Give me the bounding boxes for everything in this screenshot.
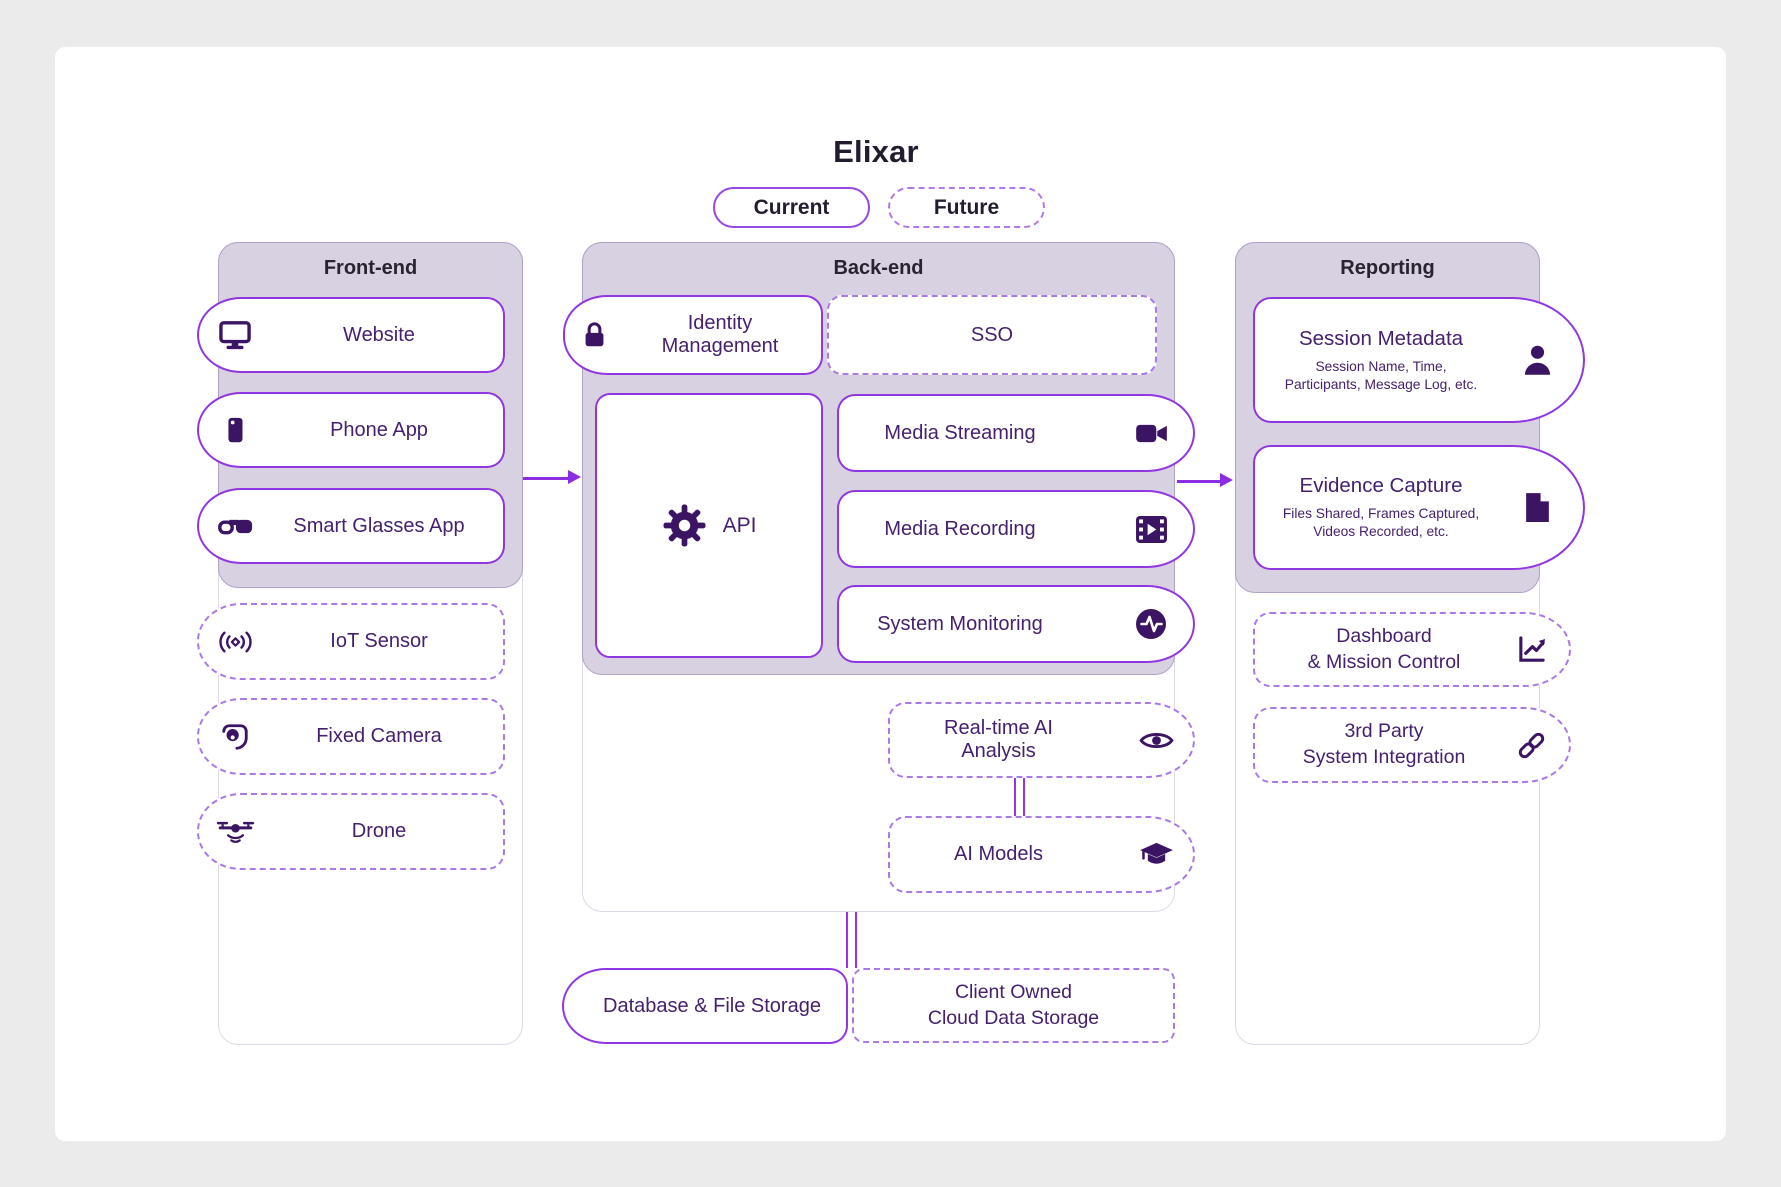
line-chart-icon — [1493, 634, 1569, 665]
node-label-line1: 3rd Party — [1344, 720, 1424, 743]
node-label: System Monitoring — [877, 612, 1043, 635]
arrow-frontend-to-backend-head — [568, 470, 581, 484]
node-smart-glasses-app: Smart Glasses App — [197, 488, 505, 564]
node-media-streaming: Media Streaming — [837, 394, 1195, 472]
node-subtitle-line2: Participants, Message Log, etc. — [1284, 376, 1478, 392]
gear-icon — [662, 503, 707, 548]
node-phone-app: Phone App — [197, 392, 505, 468]
video-camera-icon — [1109, 422, 1193, 445]
node-label: Client Owned Cloud Data Storage — [854, 980, 1173, 1031]
connector-backend-storage — [846, 912, 857, 968]
node-label: Fixed Camera — [316, 725, 442, 747]
legend-current: Current — [713, 187, 870, 228]
node-label: Smart Glasses App — [293, 514, 465, 537]
backend-header: Back-end — [833, 257, 924, 279]
node-subtitle-line1: Files Shared, Frames Captured, — [1282, 506, 1480, 522]
node-drone: Drone — [197, 793, 505, 870]
node-label: Real-time AI Analysis — [944, 717, 1053, 762]
smart-glasses-icon — [199, 515, 271, 538]
node-title: Evidence Capture — [1299, 474, 1463, 498]
fixed-camera-icon — [199, 722, 271, 752]
node-label: Dashboard & Mission Control — [1255, 624, 1493, 675]
node-label: Drone — [351, 820, 407, 842]
link-icon — [1493, 729, 1569, 762]
node-text: Session Metadata Session Name, Time, Par… — [1255, 327, 1491, 394]
node-api: API — [595, 393, 823, 658]
node-3rd-party-integration: 3rd Party System Integration — [1253, 707, 1571, 783]
iot-sensor-icon — [199, 629, 271, 655]
legend-current-label: Current — [753, 195, 830, 219]
node-text: Evidence Capture Files Shared, Frames Ca… — [1255, 474, 1491, 541]
person-icon — [1491, 343, 1583, 378]
legend-future: Future — [888, 187, 1045, 228]
node-subtitle-line1: Session Name, Time, — [1315, 358, 1447, 374]
node-label: Website — [343, 323, 415, 346]
node-fixed-camera: Fixed Camera — [197, 698, 505, 775]
node-label: 3rd Party System Integration — [1255, 719, 1493, 770]
node-label-line1: Client Owned — [954, 980, 1073, 1003]
node-label-line1: Dashboard — [1336, 624, 1432, 647]
node-sso: SSO — [827, 295, 1157, 375]
node-label-line2: Cloud Data Storage — [927, 1006, 1100, 1029]
node-dashboard-mission-control: Dashboard & Mission Control — [1253, 612, 1571, 687]
phone-icon — [199, 415, 271, 445]
lock-icon — [565, 321, 623, 350]
node-label: Media Streaming — [884, 421, 1036, 444]
pulse-icon — [1109, 608, 1193, 640]
reporting-header: Reporting — [1340, 257, 1435, 279]
node-session-metadata: Session Metadata Session Name, Time, Par… — [1253, 297, 1585, 423]
node-database-file-storage: Database & File Storage — [562, 968, 848, 1044]
node-subtitle-line2: Videos Recorded, etc. — [1313, 524, 1449, 539]
node-ai-models: AI Models — [888, 816, 1195, 893]
node-client-cloud-storage: Client Owned Cloud Data Storage — [852, 968, 1175, 1043]
arrow-frontend-to-backend — [523, 477, 569, 480]
node-title: Session Metadata — [1298, 326, 1464, 350]
node-media-recording: Media Recording — [837, 490, 1195, 568]
node-label: Database & File Storage — [603, 994, 821, 1017]
arrow-backend-to-reporting-head — [1220, 473, 1233, 487]
node-label: Media Recording — [884, 517, 1036, 540]
node-label: Phone App — [330, 418, 428, 441]
node-label: API — [722, 513, 757, 537]
node-label: AI Models — [954, 843, 1043, 865]
node-label-line2: System Integration — [1302, 746, 1466, 768]
node-iot-sensor: IoT Sensor — [197, 603, 505, 680]
film-play-icon — [1109, 515, 1193, 544]
node-identity-management: Identity Management — [563, 295, 823, 375]
graduation-cap-icon — [1119, 841, 1193, 868]
node-system-monitoring: System Monitoring — [837, 585, 1195, 663]
drone-icon — [199, 818, 271, 846]
node-website: Website — [197, 297, 505, 373]
node-realtime-ai-analysis: Real-time AI Analysis — [888, 702, 1195, 778]
arrow-backend-to-reporting — [1177, 480, 1221, 483]
node-evidence-capture: Evidence Capture Files Shared, Frames Ca… — [1253, 445, 1585, 570]
connector-ai-analysis-models — [1014, 778, 1025, 816]
node-label: Identity Management — [661, 312, 779, 357]
diagram-title: Elixar — [833, 134, 919, 169]
eye-icon — [1119, 729, 1193, 752]
node-label: SSO — [970, 323, 1014, 346]
node-label: IoT Sensor — [330, 630, 428, 652]
node-label-line2: & Mission Control — [1307, 650, 1461, 673]
frontend-header: Front-end — [323, 257, 418, 279]
monitor-icon — [199, 320, 271, 350]
legend-future-label: Future — [933, 195, 1000, 219]
document-icon — [1491, 491, 1583, 524]
